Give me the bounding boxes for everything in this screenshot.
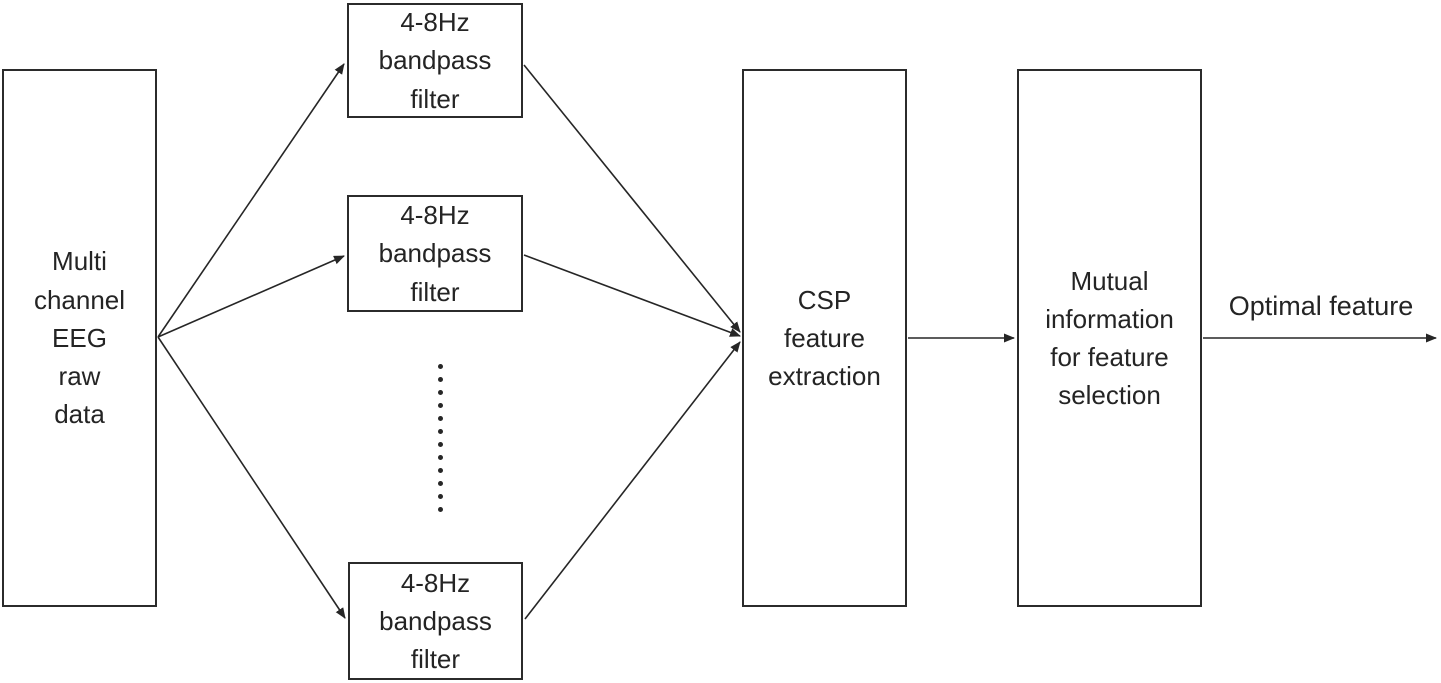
node-bandpass-filter-2-label: 4-8Hz bandpass filter: [378, 200, 492, 307]
ellipsis-dot: [438, 429, 443, 434]
node-csp-feature-extraction: CSP feature extraction: [742, 69, 907, 607]
ellipsis-dot: [438, 416, 443, 421]
ellipsis-dot: [438, 390, 443, 395]
node-mutual-information-label: Mutual information for feature selection: [1045, 265, 1174, 411]
node-eeg-source-label: Multi channel EEG raw data: [33, 246, 126, 430]
node-eeg-source: Multi channel EEG raw data: [2, 69, 157, 607]
arrow-source-to-filter-1: [157, 63, 345, 338]
node-bandpass-filter-3: 4-8Hz bandpass filter: [348, 562, 523, 680]
node-bandpass-filter-1-label: 4-8Hz bandpass filter: [378, 7, 492, 114]
ellipsis-dot: [438, 377, 443, 382]
arrow-source-to-filter-2: [157, 255, 345, 338]
ellipsis-dot: [438, 442, 443, 447]
output-label: Optimal feature: [1228, 291, 1414, 321]
ellipsis-dot: [438, 403, 443, 408]
vertical-ellipsis-dots: [438, 364, 443, 512]
ellipsis-dot: [438, 455, 443, 460]
ellipsis-dot: [438, 507, 443, 512]
arrow-filter-1-to-csp: [523, 64, 741, 333]
node-bandpass-filter-1: 4-8Hz bandpass filter: [347, 3, 523, 118]
ellipsis-dot: [438, 468, 443, 473]
node-bandpass-filter-3-label: 4-8Hz bandpass filter: [379, 567, 492, 675]
ellipsis-dot: [438, 481, 443, 486]
ellipsis-dot: [438, 364, 443, 369]
node-bandpass-filter-2: 4-8Hz bandpass filter: [347, 195, 523, 312]
arrow-filter-3-to-csp: [524, 341, 741, 620]
arrow-filter-2-to-csp: [523, 254, 741, 337]
node-csp-label: CSP feature extraction: [768, 284, 881, 392]
node-mutual-information: Mutual information for feature selection: [1017, 69, 1202, 607]
arrow-source-to-filter-3: [157, 336, 346, 619]
ellipsis-dot: [438, 494, 443, 499]
